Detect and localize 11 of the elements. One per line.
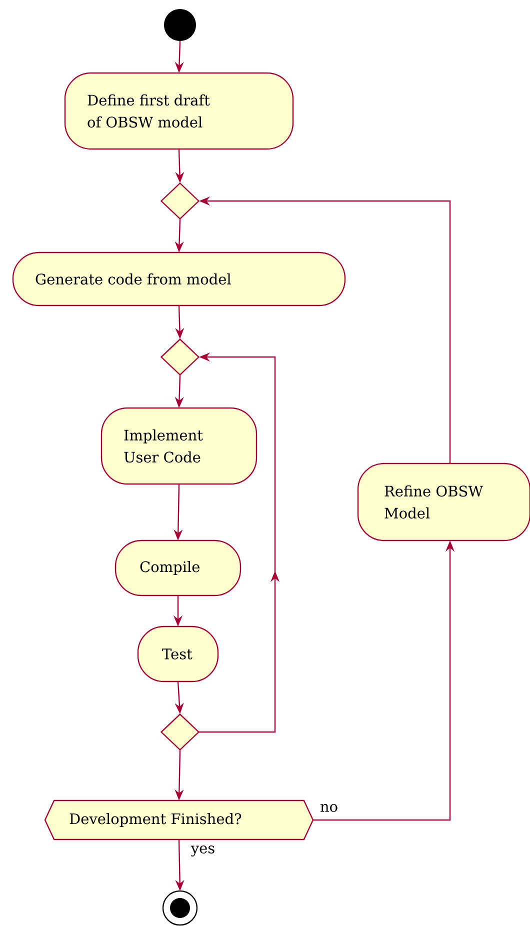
end-node bbox=[162, 890, 198, 926]
activity-box: Generate code from model bbox=[12, 252, 346, 306]
activity-box: Test bbox=[137, 626, 219, 682]
activity-box: Compile bbox=[114, 540, 242, 596]
activity-box: Refine OBSW Model bbox=[357, 462, 530, 542]
edge-label: yes bbox=[190, 844, 216, 858]
start-node bbox=[164, 9, 196, 41]
decision-hexagon: Development Finished? bbox=[44, 800, 314, 840]
activity-box: Define first draft of OBSW model bbox=[64, 72, 294, 150]
activity-box: Implement User Code bbox=[100, 407, 258, 485]
edge-label: no bbox=[318, 803, 340, 813]
